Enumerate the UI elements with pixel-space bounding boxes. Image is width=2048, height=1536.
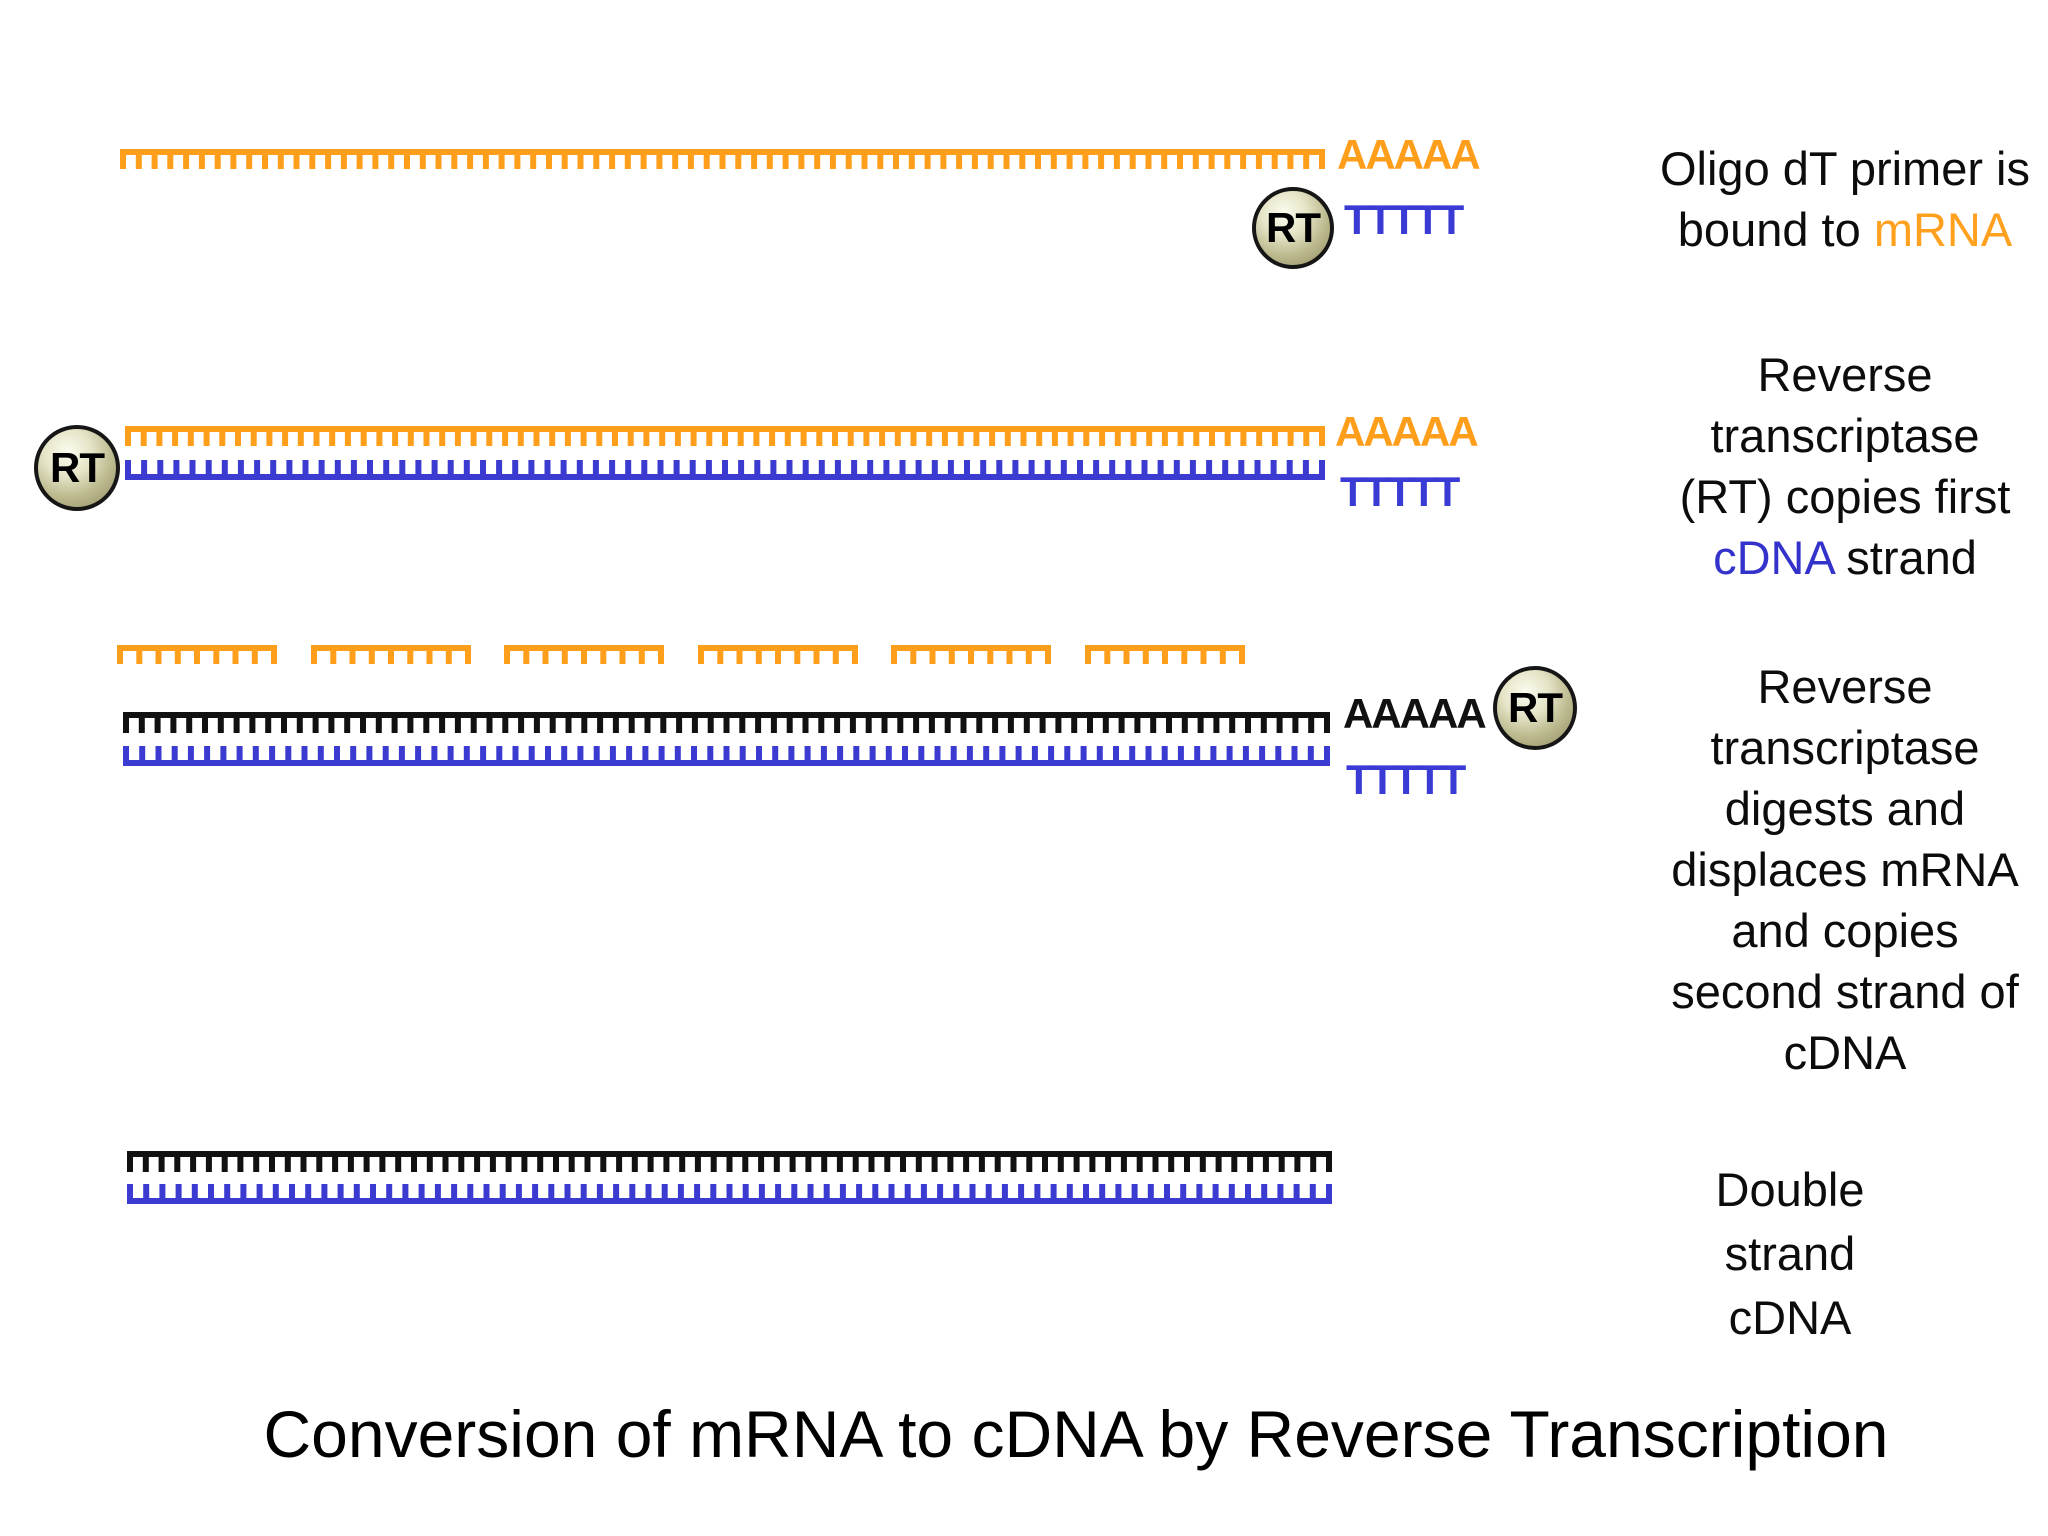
step2-cdna-strand (125, 460, 1325, 480)
caption-line: cDNA strand (1713, 531, 1977, 584)
caption-line: transcriptase (1710, 721, 1980, 774)
rt-label: RT (1508, 684, 1563, 731)
step3-mrna-fragment-4 (698, 645, 858, 664)
caption-line: Reverse (1757, 660, 1933, 713)
step1-rt-enzyme-badge: RT (1252, 187, 1334, 269)
caption-line: cDNA (1728, 1291, 1852, 1344)
step3-mrna-fragment-3 (504, 645, 664, 664)
caption-line: and copies (1731, 904, 1959, 957)
rt-label: RT (1266, 204, 1321, 251)
caption-line: Reverse (1757, 348, 1933, 401)
step3-mrna-fragment-5 (891, 645, 1051, 664)
caption-line: transcriptase (1710, 409, 1980, 462)
step3-mrna-fragment-1 (117, 645, 277, 664)
caption-line: (RT) copies first (1679, 470, 2011, 523)
caption-line: displaces mRNA (1671, 843, 2019, 896)
caption-line: digests and (1724, 782, 1966, 835)
caption-line: Double (1715, 1163, 1865, 1216)
step3-second-cdna-strand (123, 712, 1330, 733)
caption-line: cDNA (1783, 1026, 1907, 1079)
caption-line: Oligo dT primer is (1659, 142, 2030, 195)
diagram-title: Conversion of mRNA to cDNA by Reverse Tr… (263, 1397, 1889, 1471)
step2-polya-tail-label: AAAAA (1335, 408, 1479, 455)
rt-label: RT (50, 444, 105, 491)
cdna-highlight: cDNA (1713, 531, 1834, 584)
step4-second-cdna-strand (127, 1151, 1332, 1172)
mrna-highlight: mRNA (1873, 203, 2013, 256)
step3-polya-tail-label: AAAAA (1343, 690, 1487, 737)
step2-polyt-primer-label: TTTTT (1340, 468, 1460, 515)
step3-rt-enzyme-badge: RT (1493, 666, 1577, 750)
step3-mrna-fragment-6 (1085, 645, 1245, 664)
step3-polyt-primer-label: TTTTT (1346, 756, 1466, 803)
step2-mrna-strand (125, 426, 1325, 446)
step2-rt-enzyme-badge: RT (34, 425, 120, 511)
caption-line: strand (1724, 1227, 1856, 1280)
caption-line: bound to mRNA (1677, 203, 2013, 256)
step1-caption: Oligo dT primer is bound to mRNA (1600, 138, 2048, 260)
step1-mrna-strand (120, 149, 1325, 169)
caption-line: second strand of (1671, 965, 2019, 1018)
step3-caption: Reverse transcriptase digests and displa… (1600, 656, 2048, 1083)
step4-caption: Double strand cDNA (1640, 1158, 1940, 1350)
step4-first-cdna-strand (127, 1184, 1332, 1204)
step3-first-cdna-strand (123, 746, 1330, 766)
step3-mrna-fragment-2 (311, 645, 471, 664)
step1-polya-tail-label: AAAAA (1337, 131, 1481, 178)
step1-polyt-primer-label: TTTTT (1344, 196, 1464, 243)
step2-caption: Reverse transcriptase (RT) copies first … (1600, 344, 2048, 588)
